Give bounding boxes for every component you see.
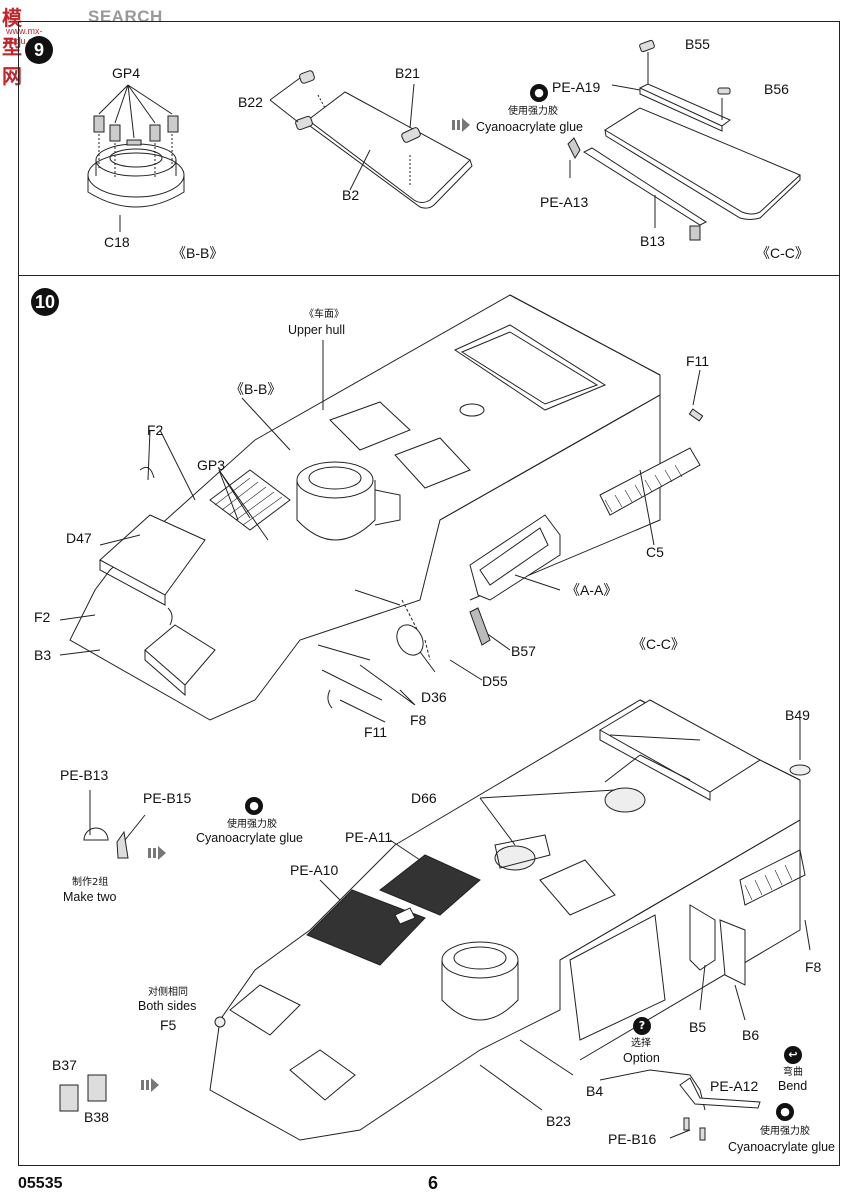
- label-pe-b13: PE-B13: [60, 767, 109, 783]
- watermark-logo: 模型网: [2, 6, 22, 88]
- question-icon: ?: [633, 1017, 651, 1035]
- glue-label-cn-2: 使用强力胶: [227, 819, 277, 830]
- c18-hatch-ring-drawing: [87, 84, 185, 232]
- option-label-en: Option: [623, 1051, 660, 1065]
- step-9-number: 9: [25, 36, 53, 64]
- label-d47: D47: [66, 530, 92, 546]
- upper-hull-bottom-drawing: [59, 699, 811, 1141]
- label-pe-a10: PE-A10: [290, 862, 339, 878]
- label-pe-a11: PE-A11: [345, 829, 393, 845]
- label-b21: B21: [395, 65, 420, 81]
- watermark-url: www.mx-shou.com: [6, 26, 46, 46]
- label-b13: B13: [640, 233, 665, 249]
- glue-drop-icon: ●: [530, 84, 548, 102]
- label-b22: B22: [238, 94, 263, 110]
- label-b2: B2: [342, 187, 360, 203]
- label-c5: C5: [646, 544, 664, 560]
- label-f11-top: F11: [686, 353, 710, 369]
- option-label-cn: 选择: [631, 1038, 651, 1049]
- footer-code: 05535: [18, 1175, 63, 1192]
- label-gp4: GP4: [112, 65, 141, 81]
- label-pe-a12: PE-A12: [710, 1078, 759, 1094]
- label-b49: B49: [785, 707, 810, 723]
- upper-hull-label-cn: 《车面》: [304, 309, 344, 320]
- label-b5: B5: [689, 1019, 707, 1035]
- label-pe-a13: PE-A13: [540, 194, 589, 210]
- b2-hatch-cover-drawing: [269, 70, 473, 209]
- label-pe-a19: PE-A19: [552, 79, 601, 95]
- glue-label-en-2: Cyanoacrylate glue: [196, 831, 304, 845]
- label-b38: B38: [84, 1109, 109, 1125]
- next-step-arrow-icon: [452, 118, 470, 132]
- make-two-en: Make two: [63, 890, 117, 904]
- label-bb: 《B-B》: [172, 245, 224, 261]
- label-d36: D36: [421, 689, 447, 705]
- label-f11-bottom: F11: [364, 724, 388, 740]
- label-cc: 《C-C》: [756, 245, 809, 261]
- glue-label-cn-3: 使用强力胶: [760, 1126, 810, 1137]
- label-pe-b16: PE-B16: [608, 1131, 657, 1147]
- label-pe-b15: PE-B15: [143, 790, 192, 806]
- glue-label-cn: 使用强力胶: [508, 106, 558, 117]
- label-gp3: GP3: [197, 457, 226, 473]
- both-sides-cn: 对侧相同: [148, 987, 188, 998]
- step-10-panel: [18, 276, 840, 1166]
- label-b56: B56: [764, 81, 789, 97]
- label-b4: B4: [586, 1083, 604, 1099]
- label-b6: B6: [742, 1027, 760, 1043]
- label-f2-left: F2: [34, 609, 51, 625]
- glue-label-en: Cyanoacrylate glue: [476, 120, 584, 134]
- both-sides-en: Both sides: [138, 999, 197, 1013]
- label-c18: C18: [104, 234, 130, 250]
- glue-label-en-3: Cyanoacrylate glue: [728, 1140, 836, 1154]
- label-f2-top: F2: [147, 422, 164, 438]
- bend-icon: ↩: [784, 1046, 802, 1064]
- glue-drop-icon: ●: [245, 797, 263, 815]
- label-aa-ref: 《A-A》: [566, 582, 618, 598]
- label-b3: B3: [34, 647, 52, 663]
- label-f8-right: F8: [805, 959, 822, 975]
- step-10-number: 10: [31, 288, 59, 316]
- label-d55: D55: [482, 673, 508, 689]
- label-f5: F5: [160, 1017, 177, 1033]
- bend-label-cn: 弯曲: [783, 1067, 803, 1078]
- label-b23: B23: [546, 1113, 571, 1129]
- label-d66: D66: [411, 790, 437, 806]
- label-f8-mid: F8: [410, 712, 427, 728]
- page-number: 6: [428, 1173, 439, 1193]
- step-9-panel: [18, 21, 840, 276]
- make-two-cn: 制作2组: [72, 877, 109, 888]
- upper-hull-label-en: Upper hull: [288, 323, 345, 337]
- label-b37: B37: [52, 1057, 77, 1073]
- cc-assembly-drawing: [567, 39, 801, 241]
- label-b57: B57: [511, 643, 536, 659]
- glue-drop-icon: ●: [776, 1103, 794, 1121]
- label-bb-ref: 《B-B》: [230, 381, 282, 397]
- label-cc-ref: 《C-C》: [632, 636, 685, 652]
- bend-label-en: Bend: [778, 1079, 808, 1093]
- label-b55: B55: [685, 36, 710, 52]
- upper-hull-top-drawing: [59, 294, 704, 723]
